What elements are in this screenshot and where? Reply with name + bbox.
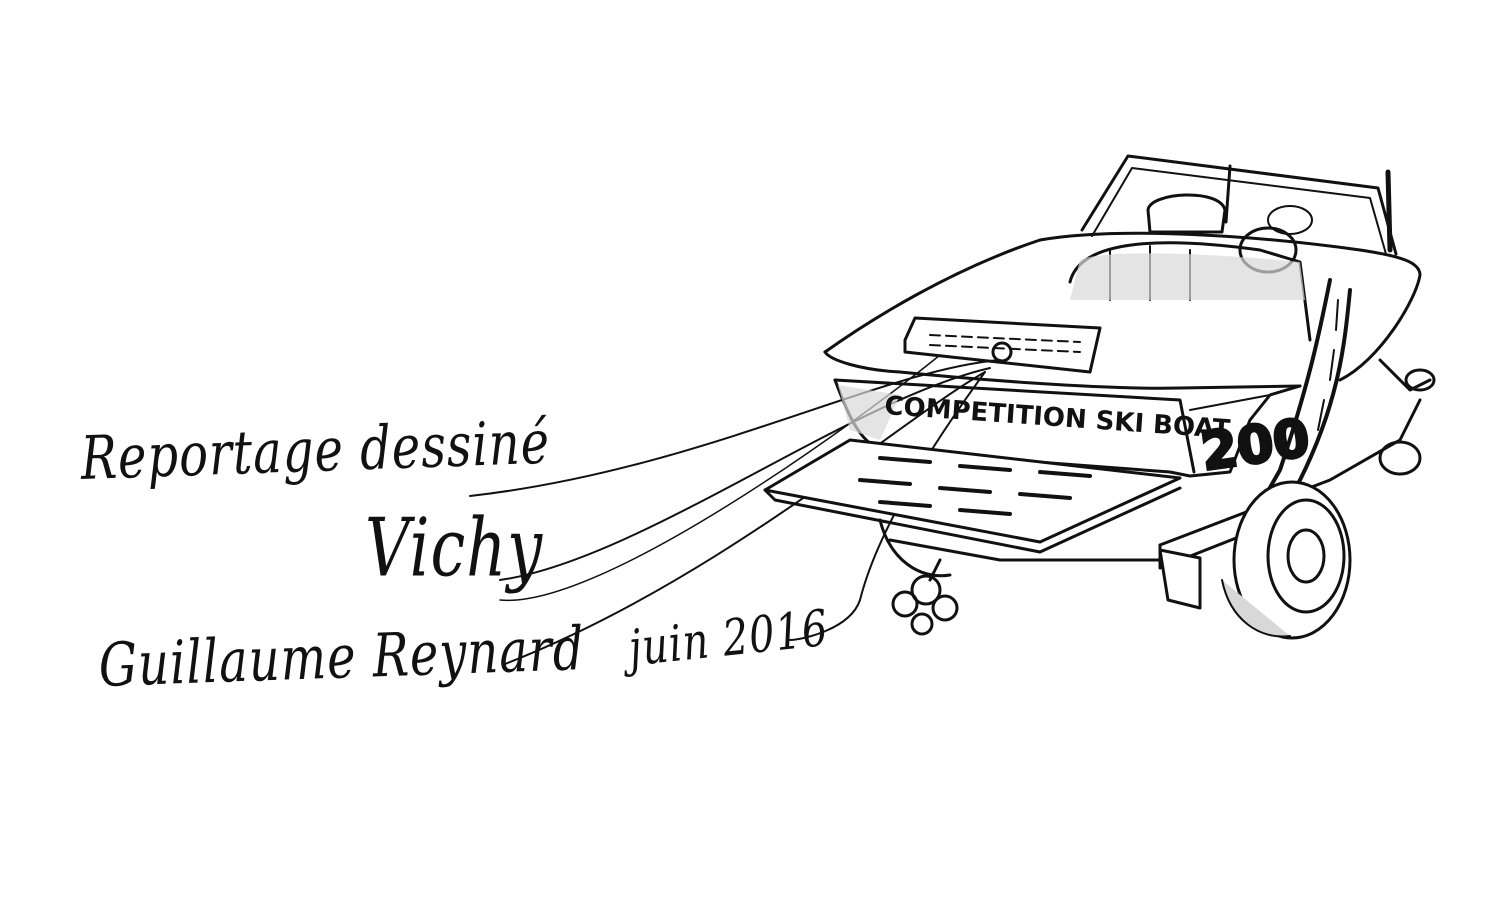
ink-wash-shading [838, 253, 1305, 440]
caption-place: Vichy [365, 500, 544, 595]
trailer-wheel-right [1221, 480, 1352, 640]
windshield [1080, 154, 1398, 256]
swim-platform [763, 438, 1182, 554]
tie-down-straps [1238, 278, 1352, 552]
trailer-wheel-left [878, 518, 1162, 578]
propeller [891, 558, 959, 636]
